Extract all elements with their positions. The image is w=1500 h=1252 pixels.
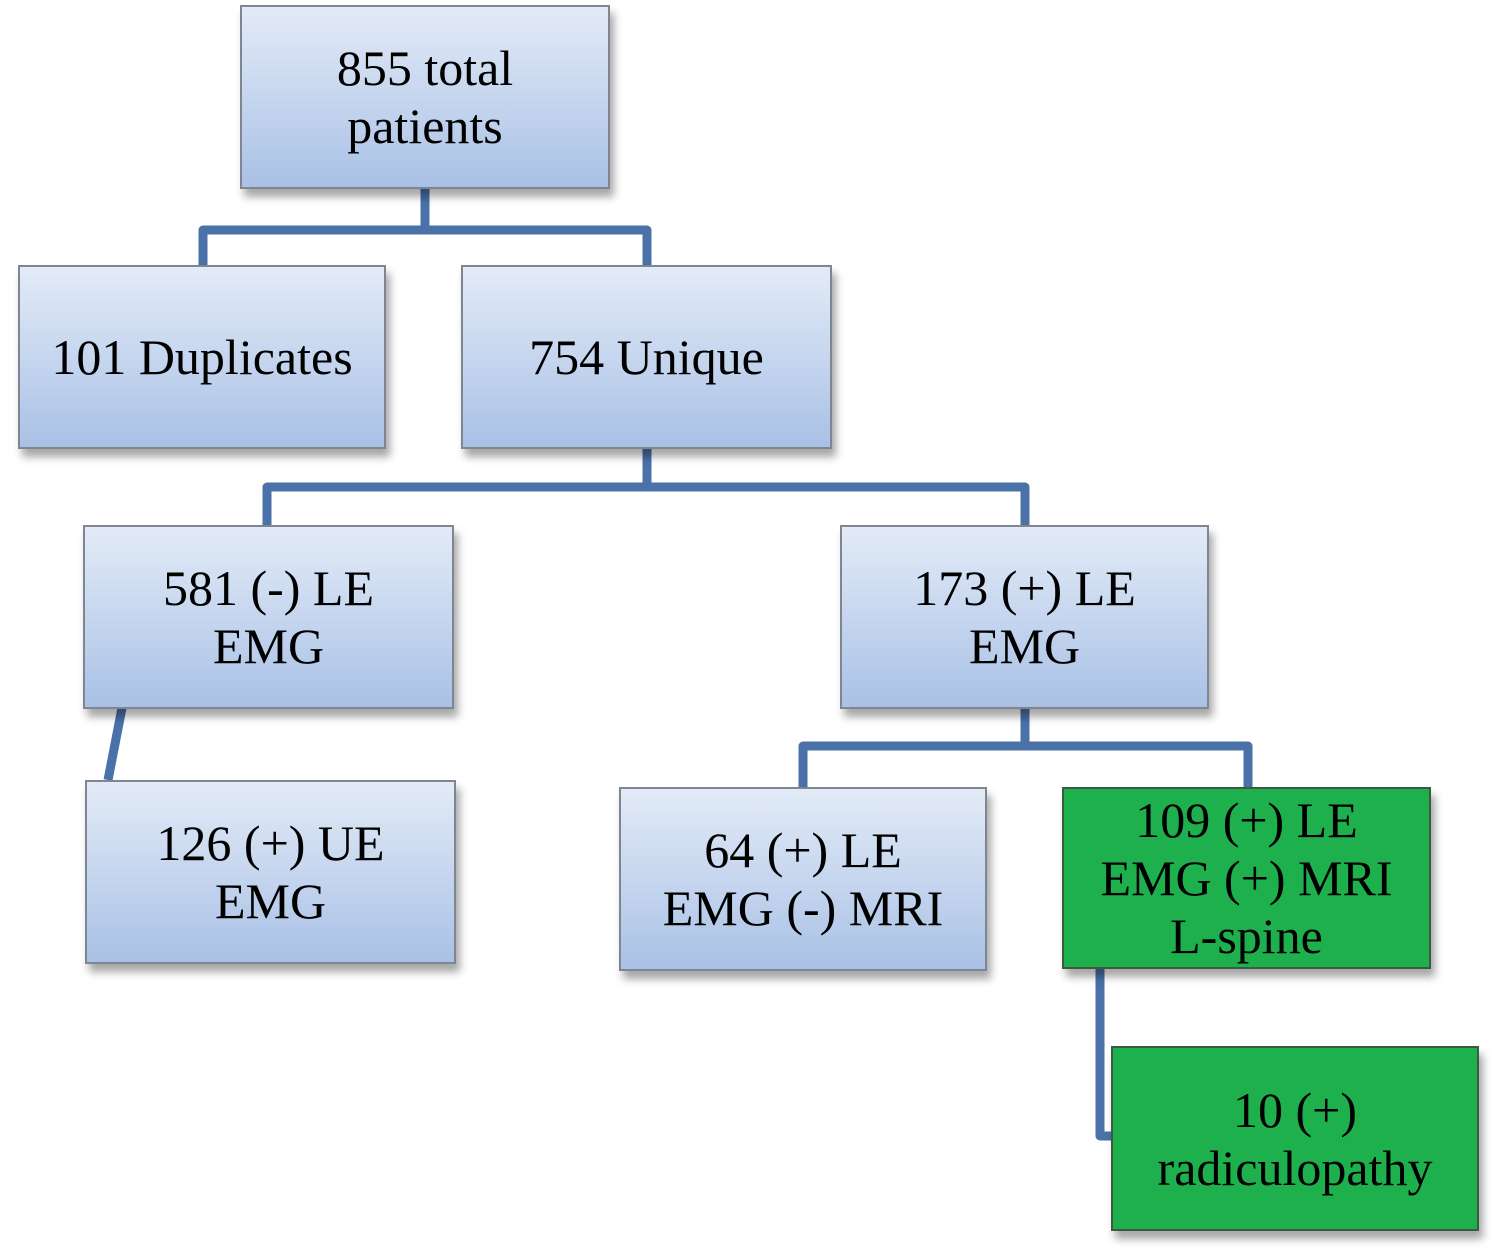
node-text: 126 (+) UE (156, 815, 385, 871)
node-text: 855 total (336, 40, 514, 96)
connector-pos-le-to-children (798, 708, 1253, 787)
node-text: EMG (968, 618, 1081, 674)
node-duplicates: 101 Duplicates (18, 265, 386, 449)
connector-mri-to-radiculopathy (1095, 968, 1113, 1141)
connector-neg-le-to-ue (103, 707, 127, 781)
node-radiculopathy: 10 (+)radiculopathy (1111, 1046, 1479, 1231)
node-text: radiculopathy (1157, 1139, 1433, 1196)
node-text: L-spine (1170, 908, 1323, 964)
node-text: patients (347, 98, 503, 154)
node-text: 173 (+) LE (913, 560, 1136, 616)
node-text: EMG (+) MRI (1100, 850, 1393, 906)
node-text: EMG (212, 618, 325, 674)
connector-unique-to-children (262, 448, 1030, 525)
node-text: EMG (-) MRI (662, 880, 944, 936)
node-text: EMG (214, 873, 327, 929)
node-text: 754 Unique (529, 329, 764, 385)
node-unique: 754 Unique (461, 265, 832, 449)
node-text: 10 (+) (1233, 1081, 1357, 1138)
connector-total-to-children (198, 188, 652, 265)
node-text: 64 (+) LE (704, 822, 902, 878)
node-text: 109 (+) LE (1135, 792, 1358, 848)
node-text: 581 (-) LE (162, 560, 375, 616)
node-text: 101 Duplicates (51, 329, 353, 385)
